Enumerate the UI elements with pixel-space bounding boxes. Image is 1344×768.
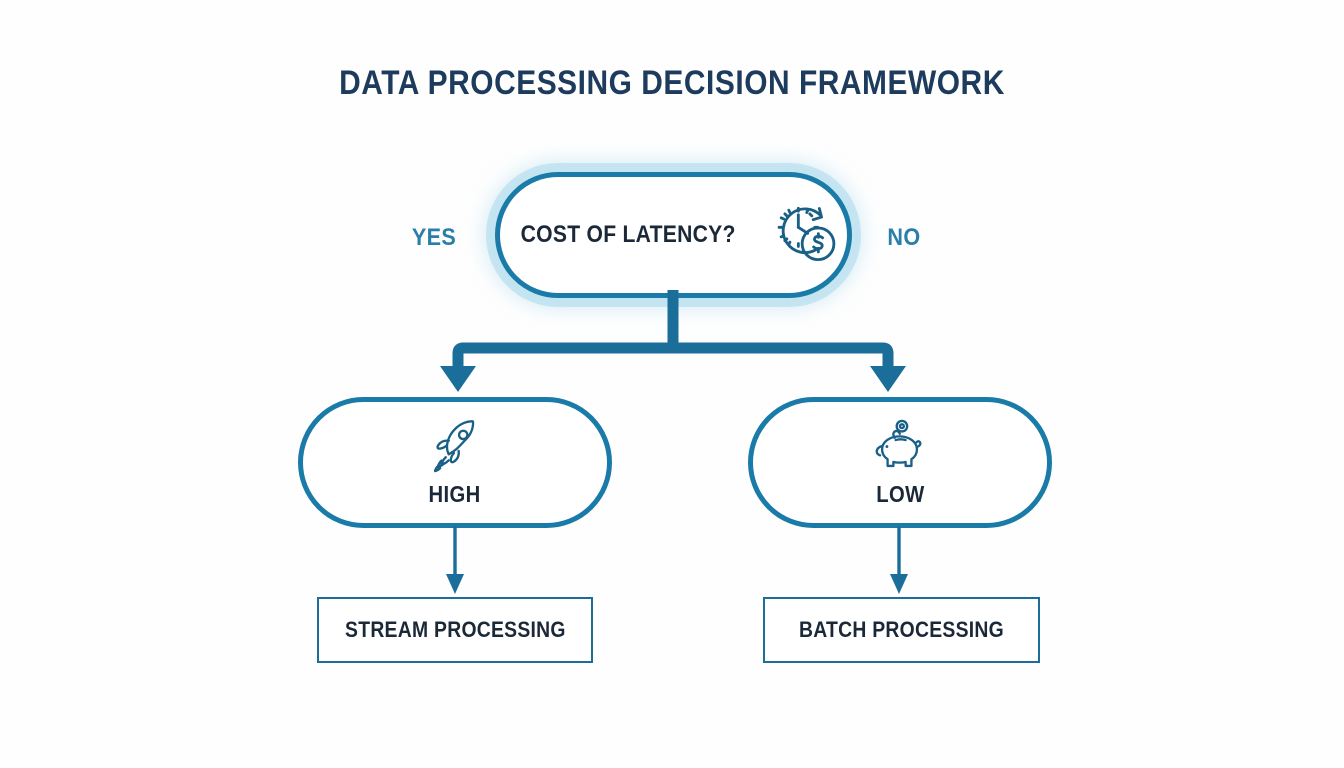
rocket-icon xyxy=(433,420,475,473)
page-title: DATA PROCESSING DECISION FRAMEWORK xyxy=(339,64,1005,102)
result-label-batch-processing: BATCH PROCESSING xyxy=(798,617,1005,642)
branch-label-no: NO xyxy=(887,224,921,251)
right-arrowhead xyxy=(870,366,906,392)
result-box-stream-processing[interactable]: STREAM PROCESSING xyxy=(317,597,593,663)
decision-node-label: COST OF LATENCY? xyxy=(520,221,737,248)
outcome-label-low: LOW xyxy=(875,481,925,507)
outcome-label-high: HIGH xyxy=(428,481,482,507)
clock-dollar-icon xyxy=(777,206,835,262)
outcome-node-high[interactable]: HIGH xyxy=(298,397,612,528)
high-to-stream-arrow xyxy=(446,526,464,594)
result-box-batch-processing[interactable]: BATCH PROCESSING xyxy=(763,597,1040,663)
left-arrowhead xyxy=(440,366,476,392)
piggy-bank-icon xyxy=(875,419,922,468)
decision-split-connector xyxy=(440,290,906,392)
low-to-batch-arrow xyxy=(890,526,908,594)
branch-label-yes: YES xyxy=(411,224,457,251)
decision-node-cost-of-latency[interactable]: COST OF LATENCY? xyxy=(495,172,852,298)
outcome-node-low[interactable]: LOW xyxy=(748,397,1052,528)
result-label-stream-processing: STREAM PROCESSING xyxy=(344,617,566,642)
